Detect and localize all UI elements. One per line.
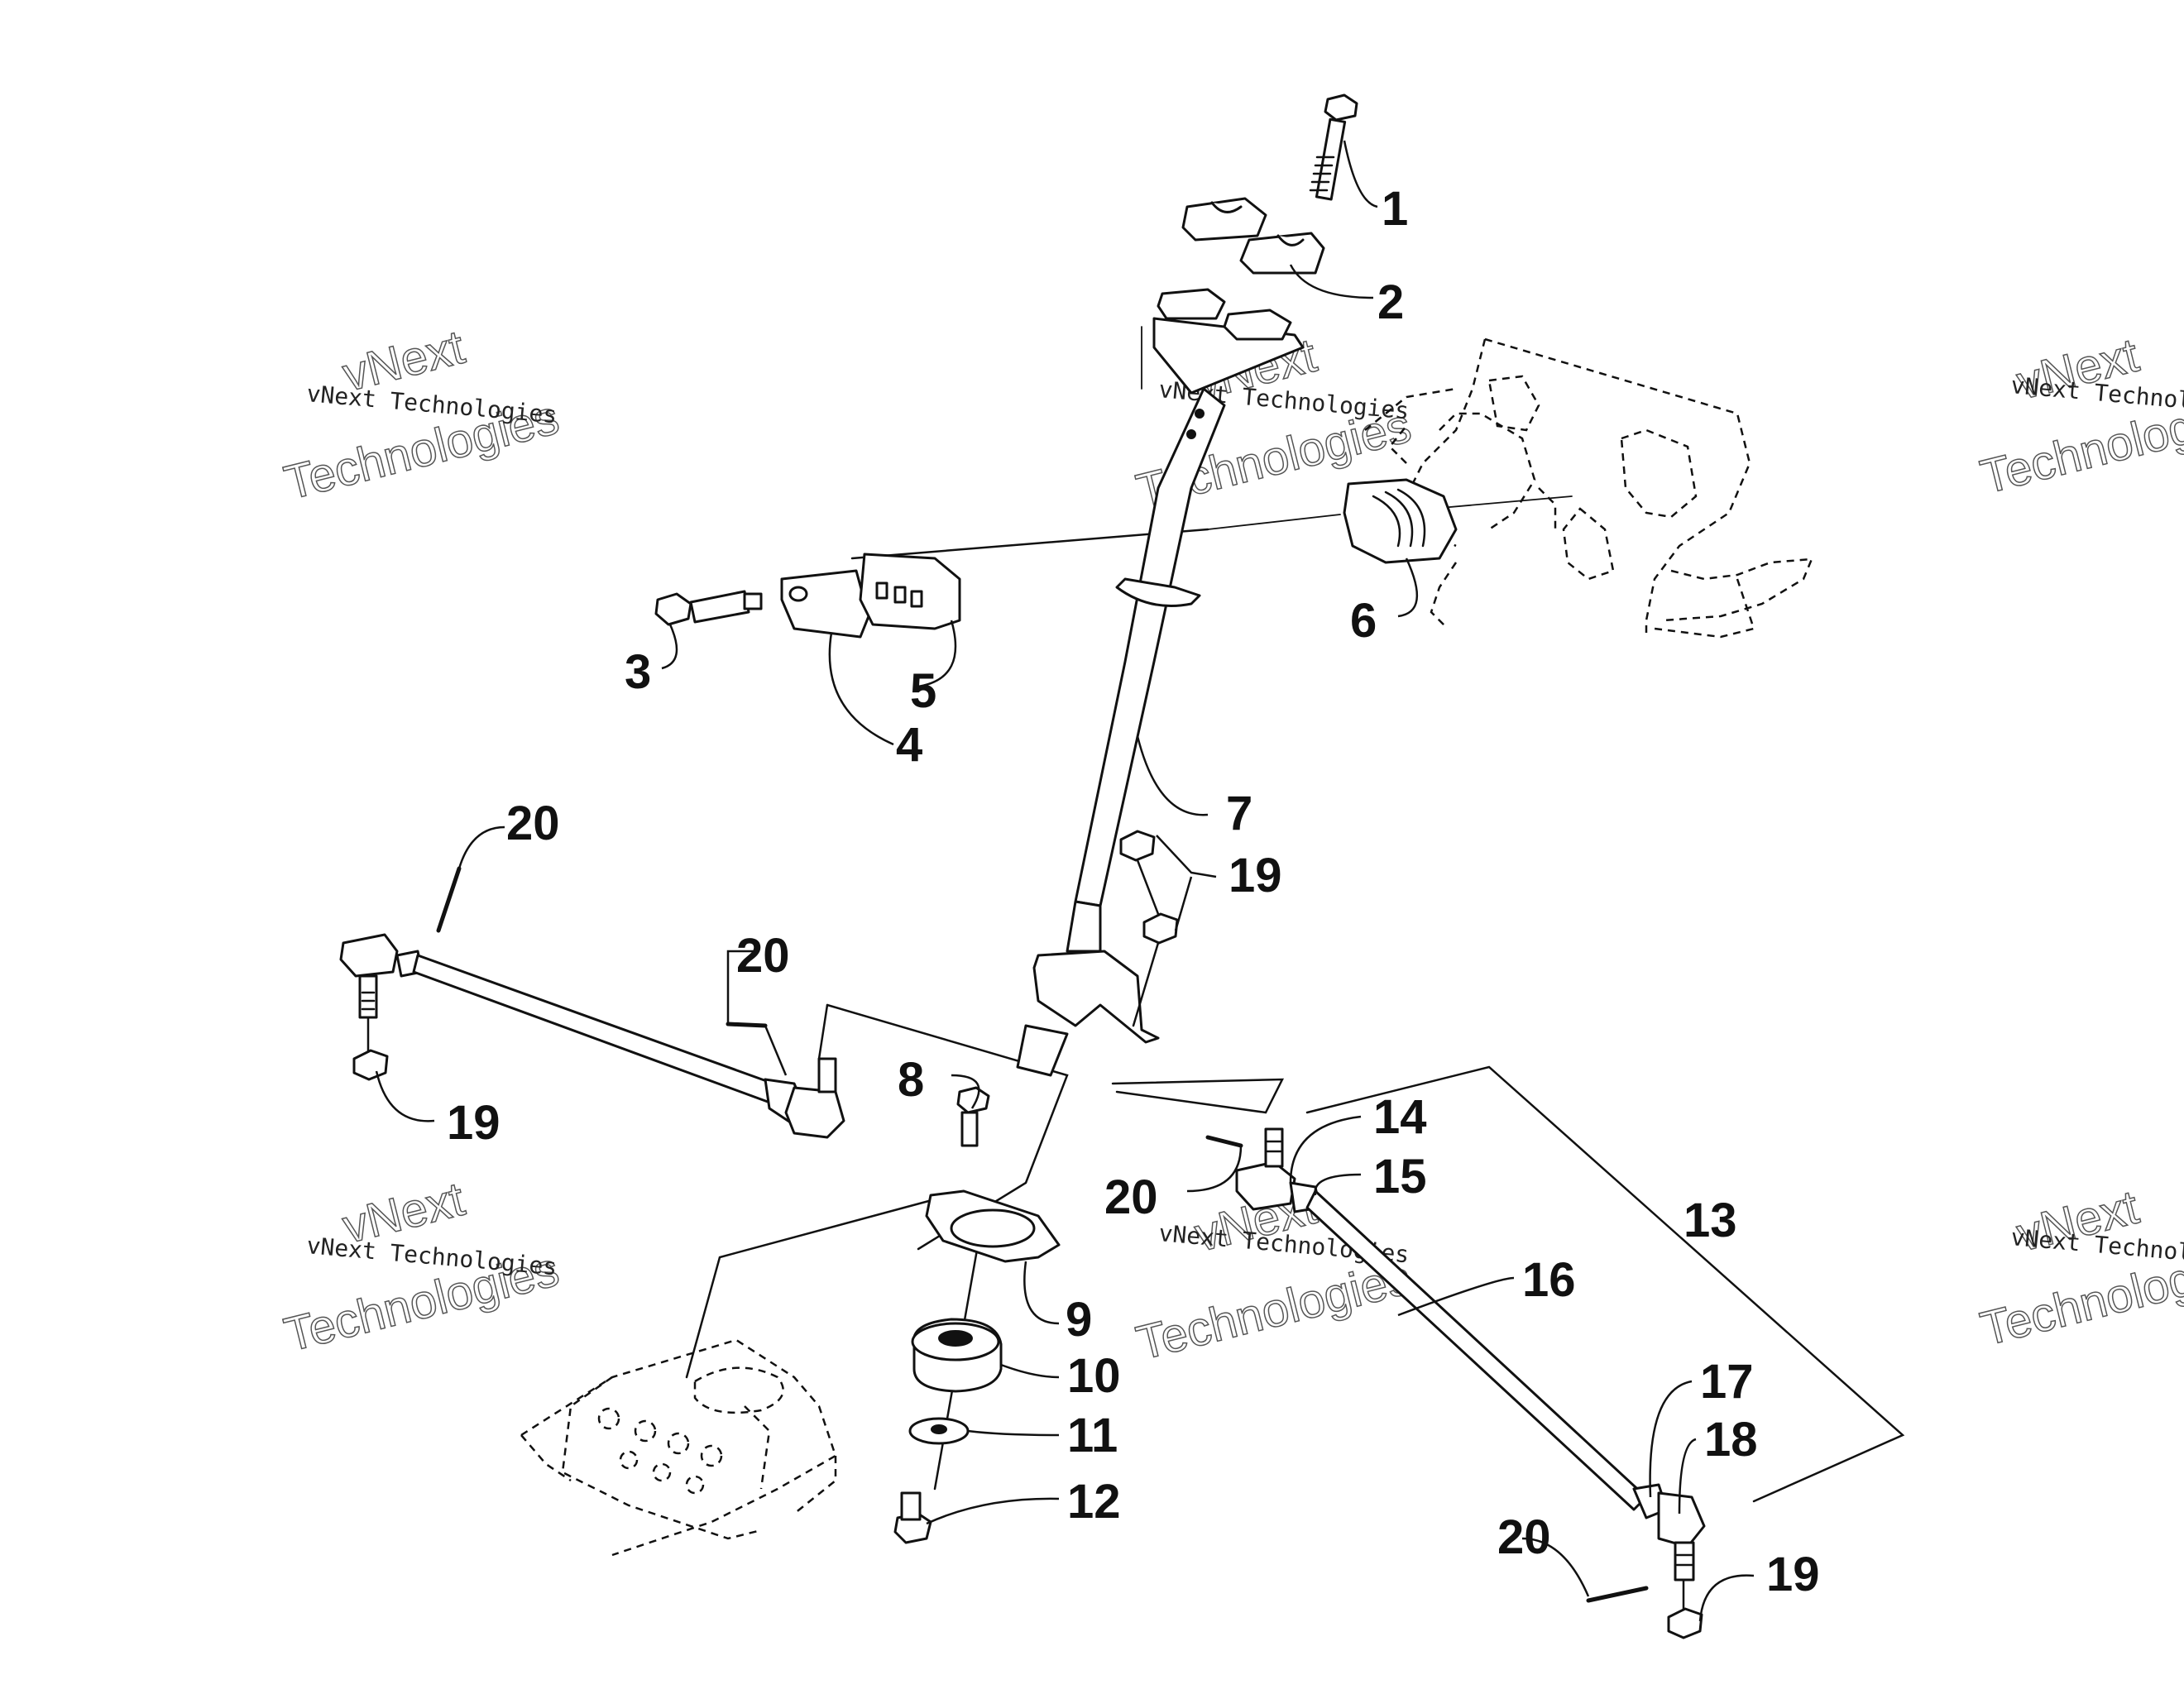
handlebar-clamp-part-2 bbox=[1181, 197, 1325, 275]
callout-label: 16 bbox=[1522, 1253, 1576, 1307]
tie-rod-left bbox=[339, 933, 845, 1139]
tie-rod-right bbox=[1235, 1127, 1706, 1582]
washer-part-11 bbox=[908, 1417, 970, 1445]
floor-bracket-dashed bbox=[520, 1338, 837, 1557]
flange-part-9 bbox=[925, 1189, 1061, 1263]
callout-label: 17 bbox=[1700, 1355, 1754, 1409]
bolt-part-12 bbox=[893, 1491, 932, 1544]
callout-label: 19 bbox=[1228, 849, 1282, 902]
callout-label: 1 bbox=[1382, 182, 1408, 236]
bolt-hole bbox=[1195, 409, 1205, 419]
callout-label: 20 bbox=[506, 797, 560, 850]
callout-label: 3 bbox=[625, 645, 651, 699]
steering-column bbox=[1016, 387, 1226, 1077]
callout-label: 10 bbox=[1067, 1349, 1121, 1403]
bushing-block-part-6 bbox=[1343, 478, 1458, 564]
nut-part-19-right bbox=[1667, 1578, 1703, 1639]
callout-label: 6 bbox=[1350, 594, 1377, 648]
frame-hole bbox=[634, 1419, 657, 1443]
frame-hole bbox=[652, 1462, 672, 1482]
bolt-part-3 bbox=[654, 590, 763, 626]
callout-label: 20 bbox=[1104, 1170, 1158, 1224]
callout-label: 9 bbox=[1066, 1293, 1092, 1347]
cotter-pin-part-20-left bbox=[436, 866, 768, 1028]
bearing-part-10 bbox=[911, 1318, 1003, 1393]
frame-bracket-dashed bbox=[1364, 337, 1813, 639]
callout-label: 14 bbox=[1373, 1090, 1427, 1144]
bolt-part-1 bbox=[1309, 93, 1358, 201]
frame-hole bbox=[685, 1475, 705, 1495]
frame-hole bbox=[700, 1444, 723, 1467]
callout-label: 11 bbox=[1067, 1409, 1118, 1462]
frame-hole bbox=[597, 1407, 620, 1430]
bolt-part-8 bbox=[956, 1086, 990, 1147]
frame-hole bbox=[619, 1450, 639, 1470]
column-top-plate bbox=[1152, 288, 1305, 439]
bushing-block-part-5 bbox=[859, 553, 961, 630]
callout-label: 4 bbox=[896, 718, 922, 772]
nut-part-19-column bbox=[1119, 830, 1179, 1027]
callout-label: 13 bbox=[1684, 1194, 1737, 1247]
frame-hole bbox=[667, 1432, 690, 1455]
callout-label: 19 bbox=[447, 1096, 500, 1150]
callout-label: 18 bbox=[1704, 1413, 1758, 1467]
callout-label: 19 bbox=[1766, 1548, 1820, 1601]
callout-label: 12 bbox=[1067, 1475, 1121, 1529]
cotter-pin-part-20-right bbox=[1205, 1135, 1649, 1603]
callout-label: 5 bbox=[910, 664, 936, 718]
plate-part-4 bbox=[780, 569, 870, 639]
callout-label: 20 bbox=[1497, 1510, 1551, 1564]
nut-part-19-left bbox=[352, 1016, 389, 1081]
callout-label: 7 bbox=[1226, 787, 1252, 840]
bolt-hole bbox=[1186, 429, 1196, 439]
callout-label: 2 bbox=[1377, 275, 1404, 329]
callout-label: 15 bbox=[1373, 1150, 1427, 1204]
leader-lines bbox=[375, 140, 1755, 1622]
callout-label: 8 bbox=[898, 1053, 924, 1107]
callout-label: 20 bbox=[736, 929, 790, 983]
